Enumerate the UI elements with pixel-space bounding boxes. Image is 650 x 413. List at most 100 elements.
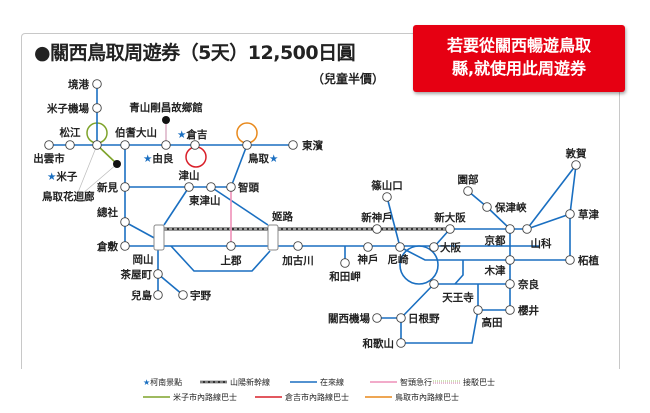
local-line [230,144,248,188]
station-label-kakogawa: 加古川 [281,254,314,267]
star-icon: ★ [143,378,150,387]
station-label-sasayamaguchi: 篠山口 [371,179,403,192]
legend-label: 山陽新幹線 [230,377,270,387]
legend-item-shuttle: 接駁巴士 [433,377,495,387]
station-himeji [267,224,279,251]
label-text: 兒島 [130,289,152,302]
station-label-uno: 宇野 [190,289,211,302]
station-matsue [65,140,75,150]
label-text: 山科 [531,237,552,250]
child-price-note: （兒童半價） [312,72,385,86]
star-icon: ★ [177,129,186,141]
station-kyoto [505,224,515,234]
legend-label: 鳥取市內路線巴士 [395,392,459,402]
station-label-sakurai: 櫻井 [517,304,539,317]
station-kurashiki [120,241,130,251]
label-text: 青山剛昌故鄉館 [129,101,203,114]
label-text: 保津峽 [494,201,527,214]
station-label-osaka: 大阪 [440,241,461,254]
hanakairo-leader [74,163,118,201]
station-label-hineno: 日根野 [408,312,440,325]
tottori-bus-loop [236,122,258,144]
station-label-sakaiminato: 境港 [68,78,89,91]
station-kojima [153,290,163,300]
station-label-hokidaisen: 伯耆大山 [115,126,157,139]
local-line [210,186,269,226]
station-osaka [429,242,439,252]
station-kizu [505,255,515,265]
label-text: 茶屋町 [120,268,153,281]
station-label-niimi: 新見 [97,181,118,194]
station-yonago-airport [92,103,102,113]
station-label-kansai-airport: 關西機場 [328,312,370,325]
label-text: 新見 [97,181,118,194]
legend-label: 倉吉市內路線巴士 [285,392,349,402]
osaka-loop-line [399,245,439,285]
label-text: 草津 [578,208,599,221]
label-text: 津山 [179,169,200,182]
label-text: 篠山口 [371,179,403,192]
station-label-yonago: ★米子 [47,170,78,183]
station-label-shinkobe: 新神戶 [361,211,393,224]
station-amagasaki [395,242,405,252]
legend-item-chizu: 智頭急行 [370,377,432,387]
label-text: 園部 [458,173,479,186]
station-label-kurayoshi: ★倉吉 [177,128,208,141]
legend-label: 米子市內路線巴士 [173,392,237,402]
station-izumoshi [44,140,54,150]
label-text: 米子 [55,170,77,183]
station-tottori [242,140,252,150]
station-label-higashihama: 東濱 [302,139,323,152]
station-sasayamaguchi [382,192,392,202]
label-text: 倉敷 [96,240,118,253]
station-kurayoshi [190,140,200,150]
label-text: 櫻井 [517,304,539,317]
station-niimi [120,182,130,192]
station-kobe [363,242,373,252]
label-text: 京都 [485,234,506,247]
legend-text: 接駁巴士 [463,377,495,387]
label-text: 加古川 [281,254,314,267]
local-line [163,186,190,226]
promo-banner: 若要從關西暢遊鳥取 縣,就使用此周遊券 [413,25,625,92]
station-label-wadamisaki: 和田岬 [328,270,361,283]
station-label-izumoshi: 出雲市 [33,152,65,165]
station-label-shinosaka: 新大阪 [434,211,466,224]
label-text: 智頭 [237,181,259,194]
label-text: 新大阪 [434,211,466,224]
station-uno [178,290,188,300]
label-text: 姬路 [271,210,293,223]
station-label-matsue: 松江 [60,126,81,139]
station-label-himeji: 姬路 [271,210,293,223]
hanakairo-leader [74,144,98,201]
local-line [400,283,435,319]
label-text: 天王寺 [442,291,474,304]
legend-item-conan-spot: ★柯南景點 [143,377,182,387]
station-label-kurashiki: 倉敷 [96,240,118,253]
station-label-tsuyama: 津山 [179,169,200,182]
page-title: ●關西鳥取周遊券（5天）12,500日圓 [34,42,356,64]
station-takada [473,305,483,315]
label-text: 境港 [68,78,89,91]
label-text: 總社 [97,206,118,219]
label-text: 神戶 [358,253,379,266]
station-label-wakayama: 和歌山 [362,337,395,350]
station-label-chayamachi: 茶屋町 [120,268,153,281]
station-label-kobe: 神戶 [358,253,379,266]
station-nara [505,279,515,289]
legend-text: 智頭急行 [400,377,432,387]
station-label-amagasaki: 尼崎 [388,253,409,266]
label-text: 關西機場 [328,312,370,325]
station-label-tsuge: 柘植 [578,254,599,267]
legend-text: 米子市內路線巴士 [173,392,237,402]
station-label-aoyama-museum: 青山剛昌故鄉館 [129,101,203,114]
station-chizu [226,182,236,192]
legend-label: 在來線 [320,377,344,387]
local-line [386,196,401,248]
aoyama-museum-marker [162,116,170,124]
star-icon: ★ [47,171,56,183]
label-text: 松江 [60,126,81,139]
local-line [124,221,159,241]
legend-item-local: 在來線 [290,377,344,387]
label-text: 日根野 [408,312,440,325]
